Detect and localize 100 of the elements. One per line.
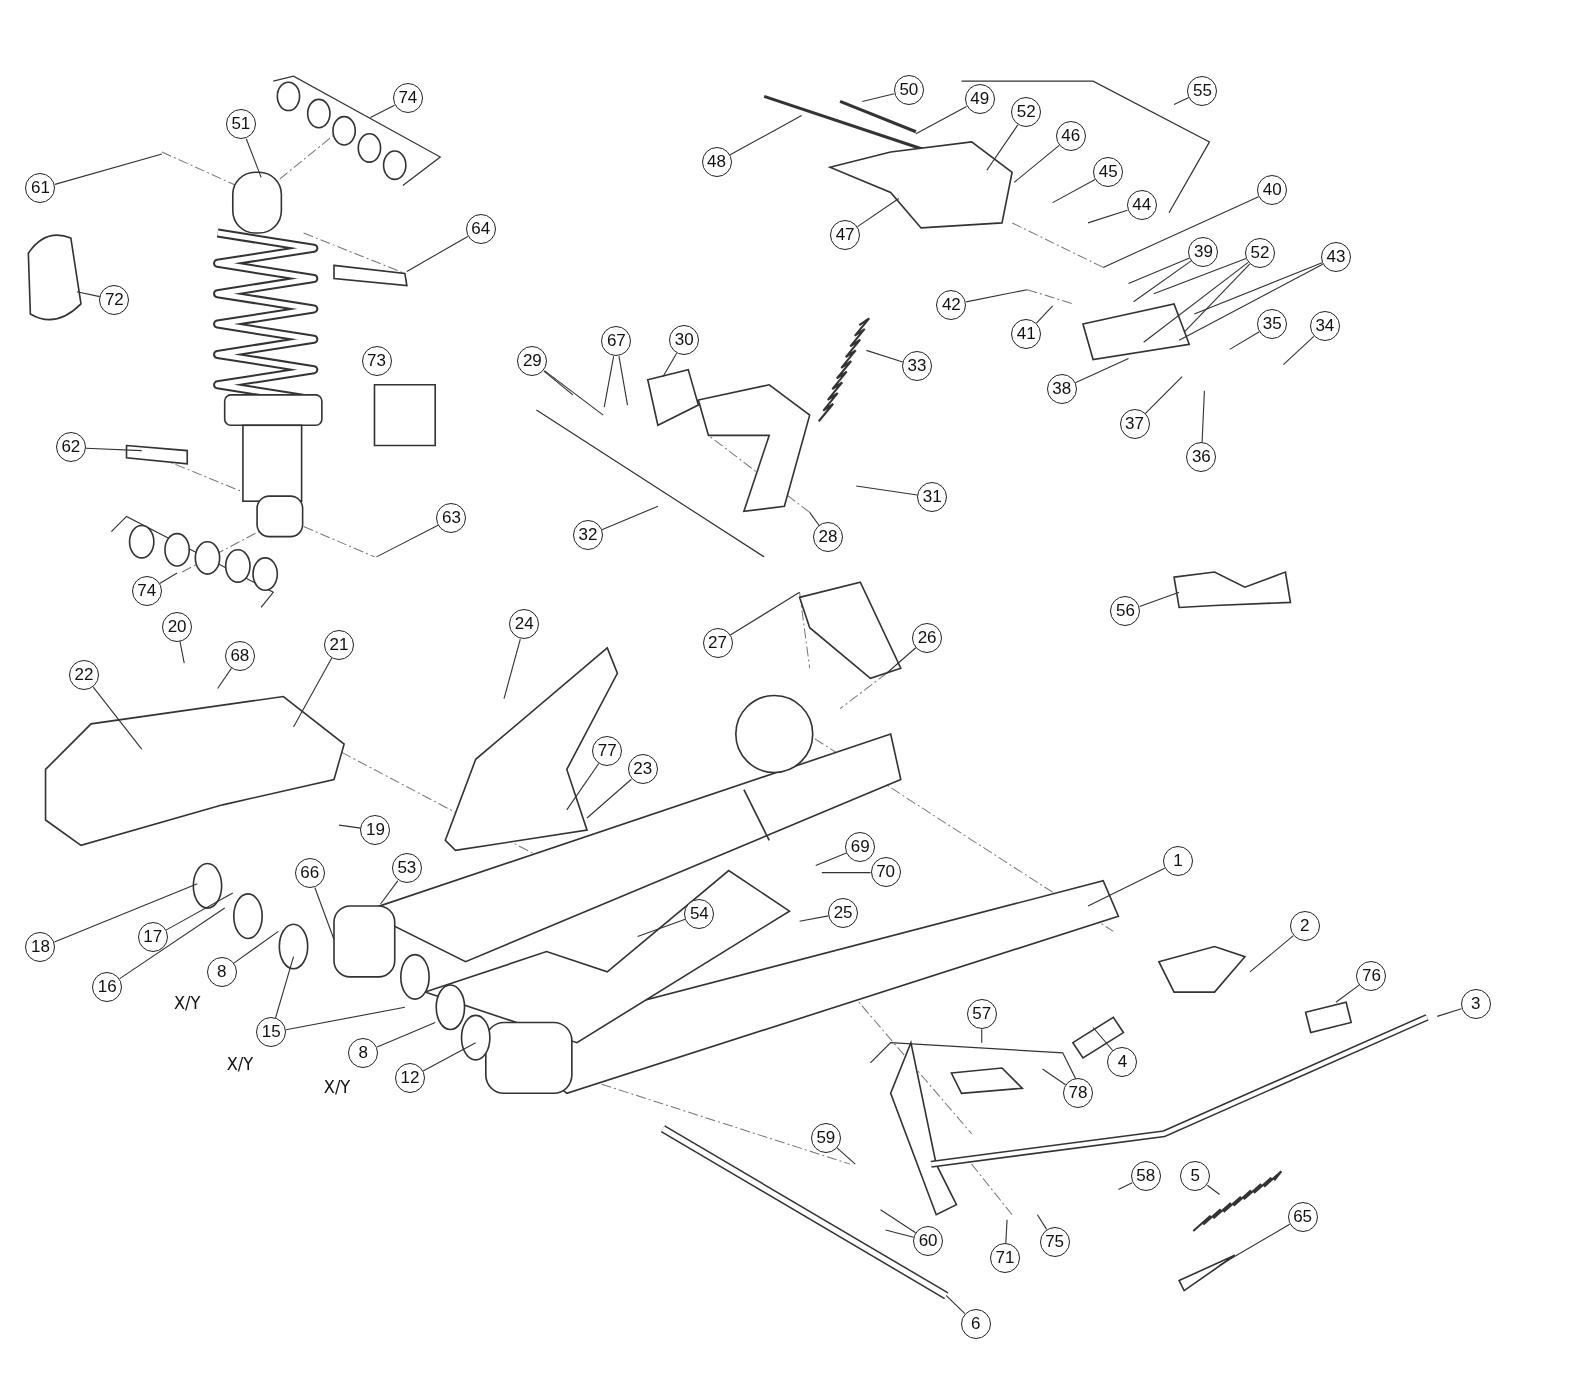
leader-line — [406, 235, 469, 272]
leader-line — [85, 447, 143, 452]
leader-line — [376, 1021, 436, 1048]
callout-number: 34 — [1309, 310, 1340, 341]
callout-number: 35 — [1257, 308, 1288, 339]
callout-number: 75 — [1039, 1226, 1070, 1257]
callout-number: 23 — [627, 754, 658, 785]
leader-line — [601, 505, 659, 531]
leader-line — [861, 93, 895, 102]
callout-number: 62 — [55, 432, 86, 463]
leader-line — [369, 104, 396, 119]
callout-number: 77 — [592, 736, 623, 766]
callout-number: 40 — [1257, 175, 1288, 206]
leader-line — [54, 153, 163, 185]
callout-number: 50 — [893, 75, 924, 106]
leader-line — [1117, 1182, 1133, 1190]
callout-number: 36 — [1186, 442, 1217, 473]
leader-line — [618, 355, 629, 406]
callout-number: 32 — [573, 520, 604, 551]
callout-number: 52 — [1011, 97, 1042, 128]
leader-line — [503, 638, 521, 700]
leader-line — [1092, 1026, 1114, 1052]
callout-number: 17 — [137, 922, 168, 953]
callout-number: 58 — [1130, 1161, 1161, 1192]
leader-line — [856, 198, 900, 228]
callout-number: 71 — [990, 1243, 1021, 1274]
callout-number: 61 — [25, 173, 56, 204]
callout-number: 24 — [509, 609, 540, 640]
callout-number: 76 — [1356, 960, 1387, 991]
callout-number: 74 — [131, 576, 162, 607]
callout-number: 15 — [256, 1017, 287, 1048]
callout-number: 8 — [348, 1037, 379, 1068]
callout-number: 27 — [702, 627, 733, 658]
leader-line — [1102, 196, 1260, 268]
leader-line — [1153, 258, 1247, 295]
callout-number: 47 — [830, 219, 861, 250]
callout-number: 78 — [1062, 1078, 1093, 1109]
leader-line — [179, 640, 185, 664]
leader-line — [285, 1006, 406, 1031]
leader-line — [815, 852, 847, 867]
leader-line — [380, 880, 399, 905]
part-note: X/Y — [226, 1052, 254, 1074]
leader-line — [1087, 209, 1128, 224]
leader-line — [1436, 1008, 1462, 1017]
callout-number: 31 — [917, 481, 948, 512]
leader-line — [1139, 591, 1180, 607]
leader-line — [729, 591, 801, 636]
leader-line — [1335, 984, 1360, 1003]
leader-line — [1041, 1068, 1067, 1086]
callout-number: 25 — [828, 897, 859, 928]
callout-number: 53 — [391, 853, 422, 884]
callout-number: 12 — [394, 1062, 425, 1093]
callout-number: 49 — [964, 84, 995, 115]
leader-line — [729, 115, 803, 156]
callout-number: 57 — [966, 999, 997, 1030]
leader-line — [637, 918, 686, 937]
leader-line — [1036, 1214, 1048, 1230]
callout-number: 39 — [1188, 237, 1219, 267]
callout-number: 26 — [912, 622, 943, 653]
callout-number: 5 — [1180, 1161, 1211, 1192]
callout-number: 20 — [162, 611, 193, 642]
leader-line — [586, 778, 632, 819]
callout-number: 37 — [1119, 409, 1150, 440]
callout-number: 46 — [1055, 120, 1086, 151]
leader-line — [338, 824, 362, 829]
callout-number: 41 — [1011, 319, 1042, 349]
leader-line — [603, 355, 615, 408]
leader-line — [865, 349, 904, 363]
leader-line — [915, 105, 968, 135]
callout-number: 45 — [1093, 157, 1124, 188]
callout-number: 22 — [69, 660, 99, 691]
callout-number: 68 — [224, 640, 255, 671]
leader-line — [543, 370, 604, 416]
leader-line — [274, 956, 295, 1019]
leader-line — [1144, 376, 1183, 415]
leader-line — [375, 524, 439, 558]
leader-line — [92, 686, 143, 750]
callout-number: 29 — [517, 346, 548, 377]
leader-line — [1013, 144, 1060, 183]
leader-line — [1229, 331, 1260, 350]
leader-line — [1127, 257, 1191, 285]
callout-number: 70 — [870, 857, 901, 888]
leader-line — [314, 887, 335, 940]
callout-number: 16 — [92, 971, 123, 1002]
callout-number: 69 — [845, 832, 876, 863]
callout-number: 74 — [392, 83, 423, 114]
callout-number: 21 — [324, 629, 355, 660]
leader-line — [422, 1042, 477, 1072]
callout-number: 65 — [1287, 1201, 1318, 1232]
callout-number: 30 — [669, 325, 700, 356]
leader-line — [1173, 97, 1190, 105]
callout-number: 1 — [1163, 846, 1194, 877]
leader-line — [245, 138, 262, 178]
callout-number: 3 — [1460, 989, 1491, 1019]
leader-line — [1087, 867, 1166, 907]
leader-line — [1035, 305, 1054, 324]
leader-line — [566, 763, 600, 811]
leader-line — [1249, 935, 1294, 973]
leader-line — [1074, 357, 1130, 384]
leader-line — [1282, 335, 1315, 366]
